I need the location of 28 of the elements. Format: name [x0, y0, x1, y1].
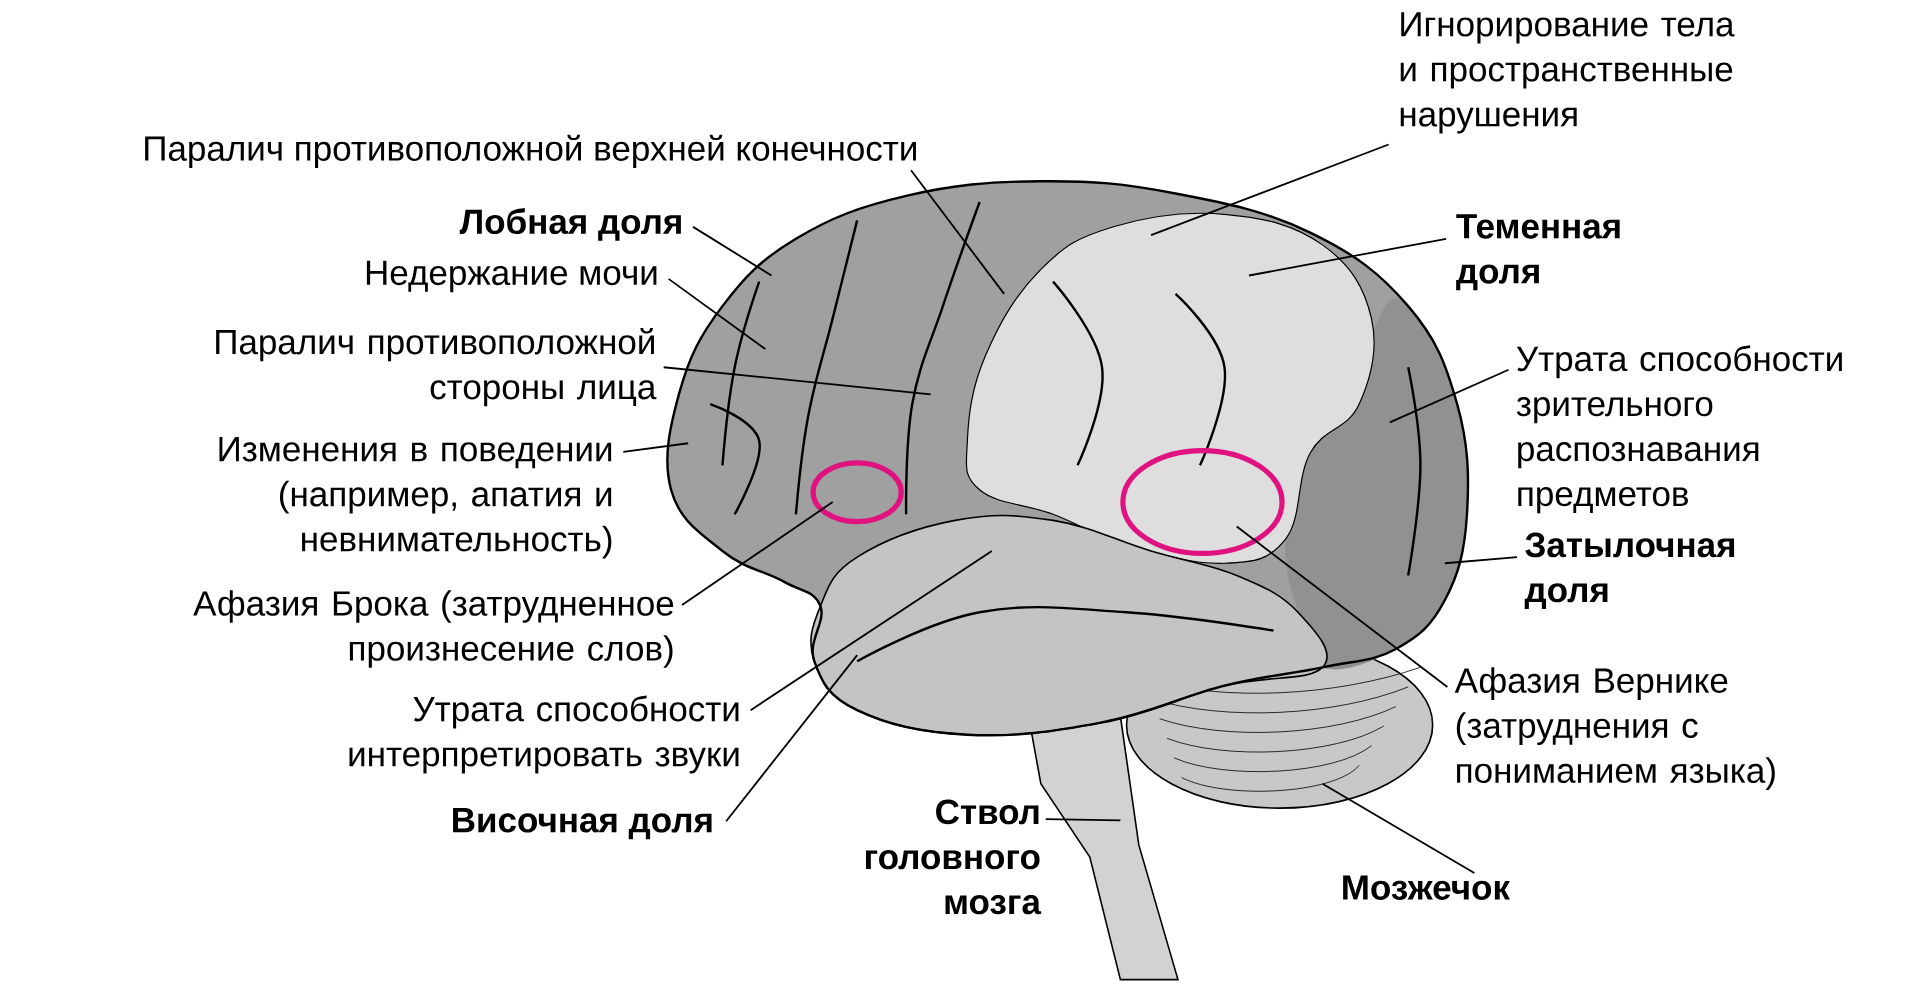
- leader-line: [1321, 782, 1476, 874]
- annotation-label: Утрата способности интерпретировать звуки: [349, 695, 739, 774]
- leader-line: [1388, 368, 1510, 424]
- leader-line: [749, 549, 993, 711]
- lobe-label: Ствол головного мозга: [866, 799, 1042, 915]
- annotation-label: Недержание мочи: [366, 260, 657, 292]
- leader-line: [622, 442, 690, 453]
- lobe-label: Лобная доля: [459, 207, 681, 241]
- leader-line: [725, 653, 859, 822]
- lobe-label: Височная доля: [453, 807, 712, 839]
- leader-line: [667, 277, 767, 350]
- leader-line: [1444, 556, 1519, 564]
- leader-line: [1235, 525, 1449, 688]
- annotation-label: Утрата способности зрительного распознавания предметов: [1516, 345, 1842, 513]
- annotation-label: Афазия Брока (затрудненное произнесение слов): [193, 589, 674, 668]
- annotation-label: Паралич противоположной верхней конечности: [145, 134, 916, 168]
- leader-line: [692, 225, 773, 277]
- lobe-label: Затылочная доля: [1524, 532, 1735, 609]
- annotation-label: Игнорирование тела и пространственные нарушения: [1400, 11, 1735, 134]
- annotation-label: Афазия Вернике (затруднения с пониманием языка): [1454, 667, 1775, 790]
- leader-line: [1044, 818, 1122, 822]
- annotation-label: Изменения в поведении (например, апатия и невнимательность): [219, 436, 612, 559]
- leader-line: [681, 500, 834, 606]
- leader-line: [1248, 237, 1448, 277]
- lobe-label: Мозжечок: [1343, 875, 1510, 900]
- leader-line: [1150, 143, 1390, 236]
- annotation-label: Паралич противоположной стороны лица: [216, 327, 657, 407]
- lobe-label: Теменная доля: [1456, 214, 1620, 291]
